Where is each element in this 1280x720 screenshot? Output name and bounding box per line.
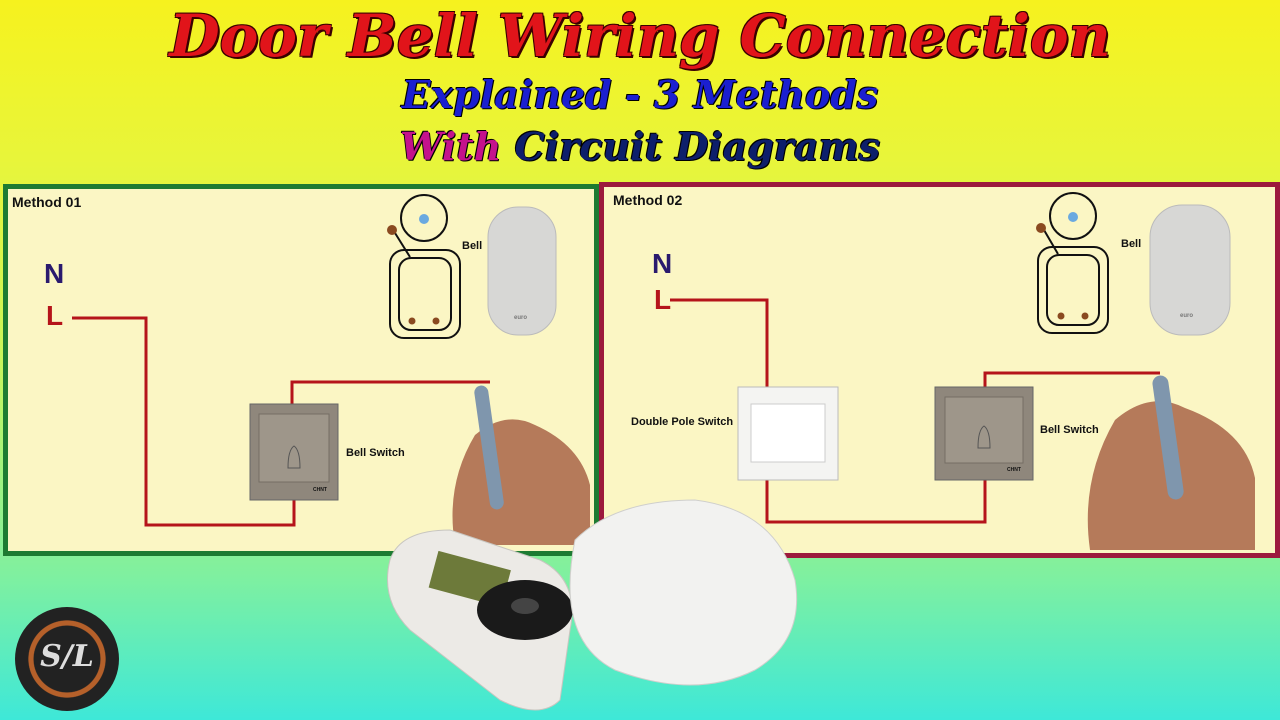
m1-bell-symbol bbox=[389, 194, 461, 339]
subtitle-circuit: Circuit Diagrams bbox=[514, 124, 881, 169]
m1-live-wire bbox=[72, 316, 296, 527]
m1-switch-brand: CHNT bbox=[313, 487, 327, 493]
m2-switch-label: Bell Switch bbox=[1040, 424, 1099, 436]
m2-switch-to-bell-wire bbox=[983, 371, 1160, 388]
bell-icon bbox=[977, 425, 991, 449]
m2-link-wire bbox=[765, 480, 987, 524]
sl-engineering-academy-logo: S/L bbox=[15, 607, 119, 711]
bell-icon bbox=[287, 445, 301, 469]
logo-monogram: S/L bbox=[40, 639, 94, 674]
m2-bell-device bbox=[1149, 204, 1231, 336]
m2-bell-symbol bbox=[1037, 192, 1109, 334]
m2-bell-label: Bell bbox=[1121, 238, 1142, 250]
m2-live-wire bbox=[670, 298, 769, 388]
method-02-label: Method 02 bbox=[613, 192, 683, 208]
m1-bell-brand: euro bbox=[514, 315, 528, 321]
subtitle: Explained - 3 Methods bbox=[401, 72, 879, 117]
m1-bell-label: Bell bbox=[462, 240, 483, 252]
m2-bell-brand: euro bbox=[1180, 313, 1194, 319]
double-pole-switch-label: Double Pole Switch bbox=[631, 416, 734, 428]
m1-neutral-label: N bbox=[44, 258, 65, 289]
hand-drawing bbox=[452, 419, 590, 545]
m1-switch-to-bell-wire bbox=[290, 380, 490, 405]
doorbell-product-photo bbox=[387, 499, 798, 711]
m2-live-label: L bbox=[654, 284, 672, 315]
subtitle-2: With Circuit Diagrams bbox=[0, 124, 1280, 169]
m1-bell-device bbox=[487, 206, 557, 336]
m2-switch-brand: CHNT bbox=[1007, 467, 1021, 473]
m1-live-label: L bbox=[46, 300, 64, 331]
subtitle-with: With bbox=[399, 124, 502, 169]
m1-switch-label: Bell Switch bbox=[346, 447, 405, 459]
main-title: Door Bell Wiring Connection bbox=[169, 2, 1111, 70]
m2-neutral-label: N bbox=[652, 248, 673, 279]
method-01-label: Method 01 bbox=[12, 194, 82, 210]
